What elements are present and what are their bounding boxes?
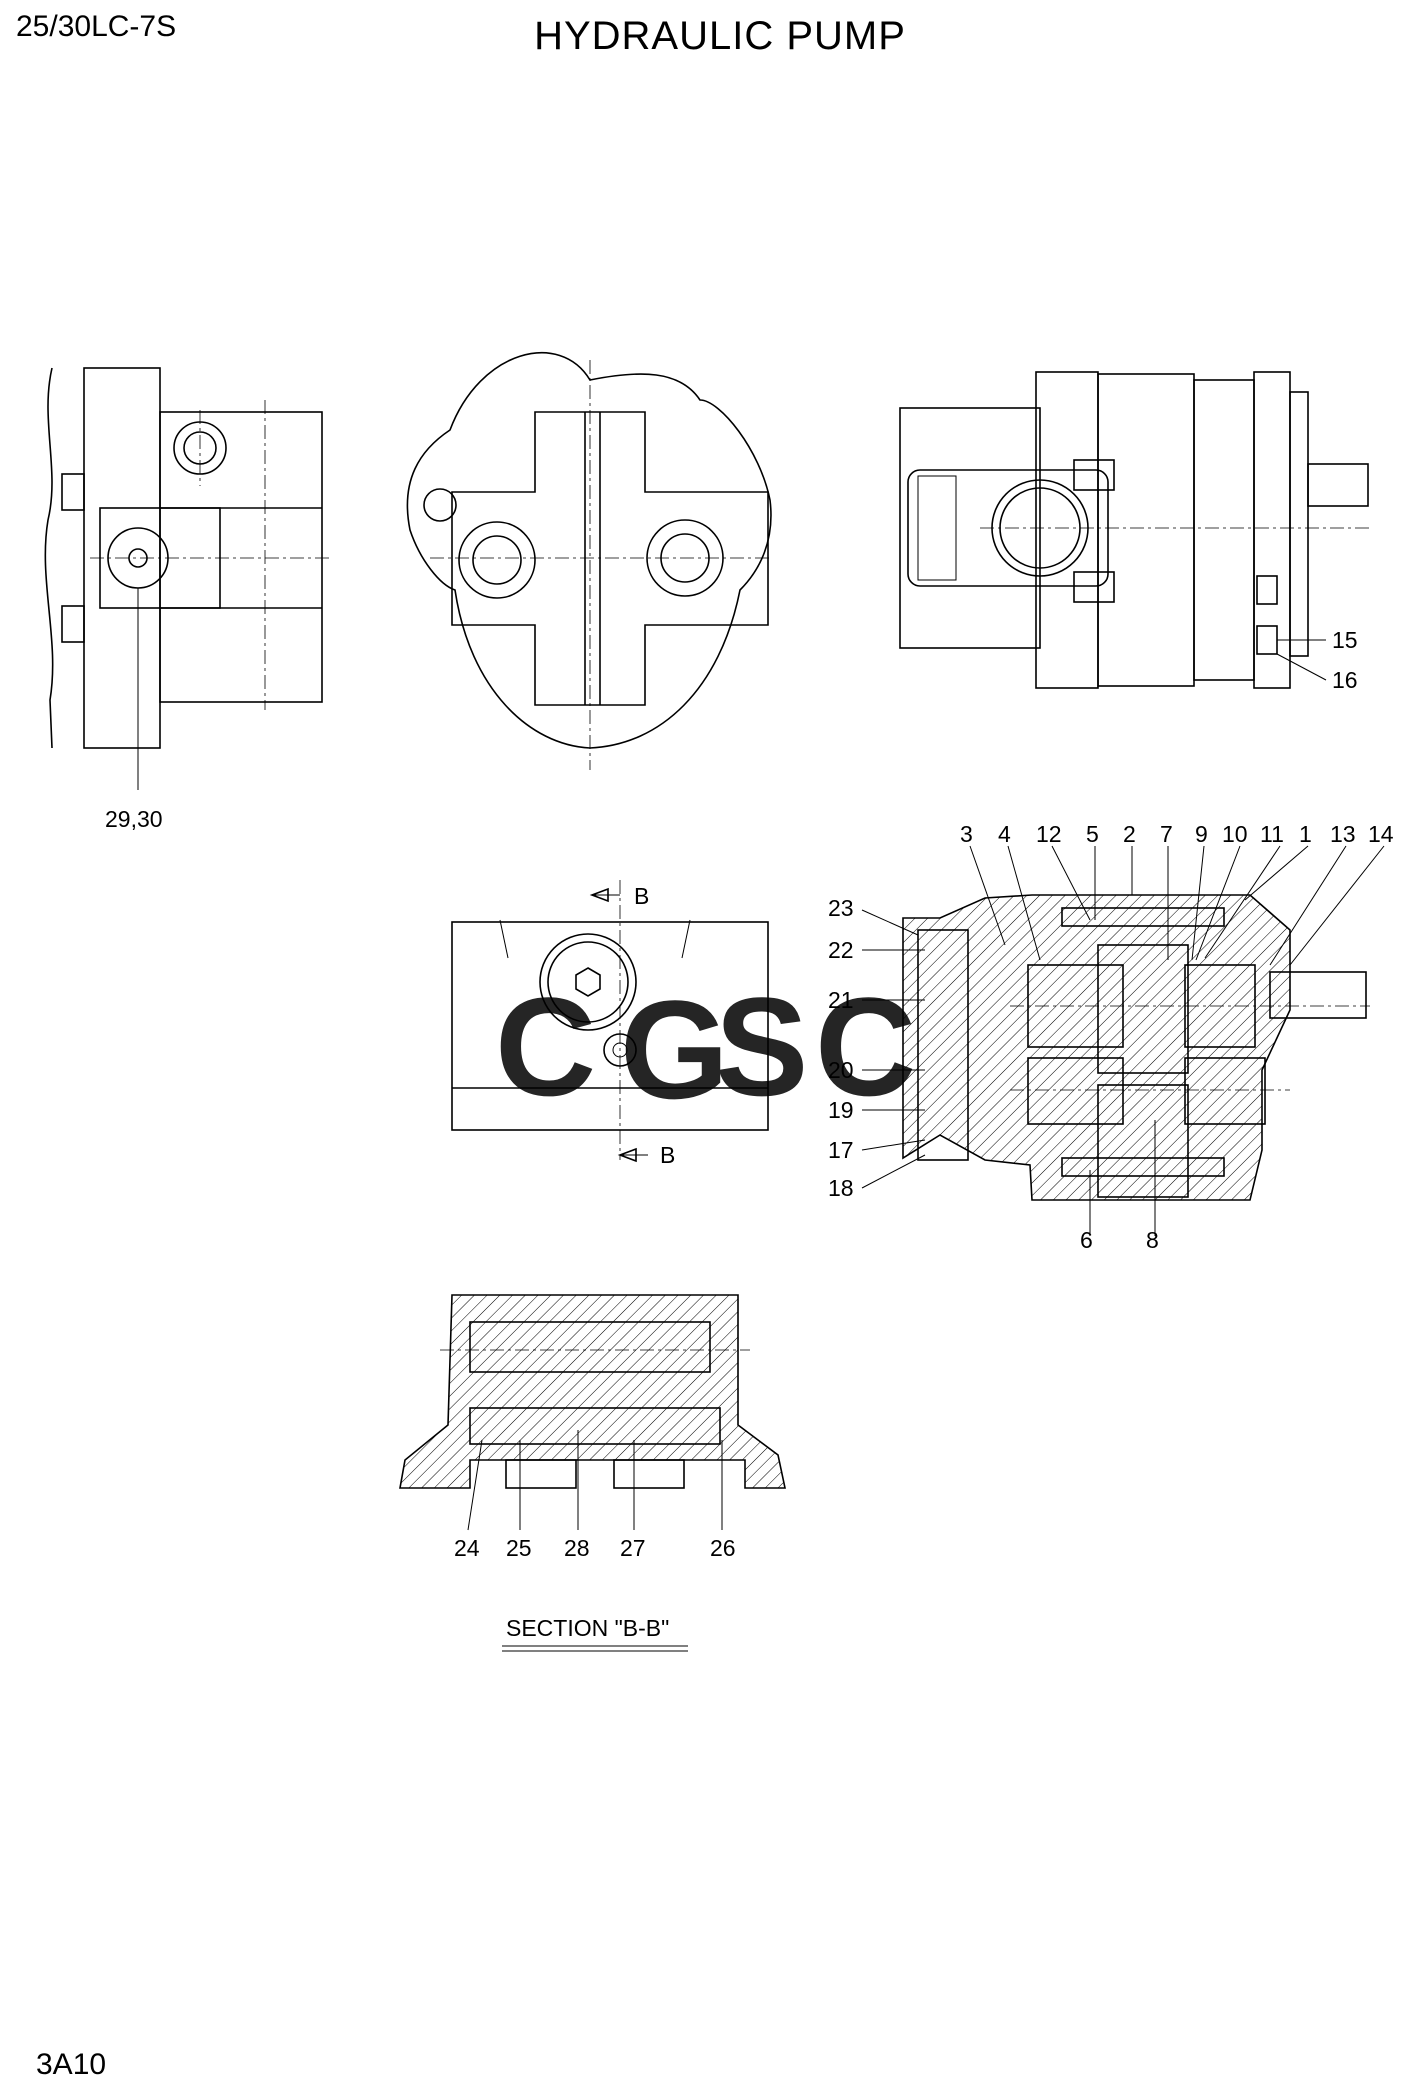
callout-15: 15 <box>1332 627 1358 653</box>
callout-12: 12 <box>1036 821 1062 847</box>
watermark-logo: C G S C <box>495 968 916 1128</box>
section-bb-view <box>399 1294 786 1489</box>
callout-13: 13 <box>1330 821 1356 847</box>
callout-22: 22 <box>828 937 854 963</box>
section-marker-b-top: B <box>634 883 649 909</box>
top-view <box>451 880 769 1163</box>
front-view <box>406 351 772 770</box>
callout-24: 24 <box>454 1535 480 1561</box>
main-section-view <box>902 894 1370 1201</box>
watermark-letter-g: G <box>620 971 729 1128</box>
watermark-letter-s: S <box>715 968 808 1125</box>
callout-21: 21 <box>828 987 854 1013</box>
callout-19: 19 <box>828 1097 854 1123</box>
page-title: HYDRAULIC PUMP <box>534 14 906 58</box>
section-marker-b-bottom: B <box>660 1142 675 1168</box>
callout-14: 14 <box>1368 821 1394 847</box>
callout-26: 26 <box>710 1535 736 1561</box>
callout-27: 27 <box>620 1535 646 1561</box>
callout-7: 7 <box>1160 821 1173 847</box>
callout-20: 20 <box>828 1057 854 1083</box>
callout-9: 9 <box>1195 821 1208 847</box>
page-code: 3A10 <box>36 2048 107 2081</box>
callout-3: 3 <box>960 821 973 847</box>
callout-23: 23 <box>828 895 854 921</box>
callout-4: 4 <box>998 821 1011 847</box>
rear-view <box>899 371 1370 689</box>
callout-16: 16 <box>1332 667 1358 693</box>
callout-17: 17 <box>828 1137 854 1163</box>
section-bb-label: SECTION "B-B" <box>506 1615 669 1641</box>
callout-18: 18 <box>828 1175 854 1201</box>
watermark-letter-c1: C <box>495 968 596 1125</box>
callout-28: 28 <box>564 1535 590 1561</box>
callout-8: 8 <box>1146 1227 1159 1253</box>
callout-6: 6 <box>1080 1227 1093 1253</box>
section-bb-callouts: 24 25 28 27 26 <box>454 1535 736 1561</box>
callout-5: 5 <box>1086 821 1099 847</box>
main-section-callouts: 3 4 12 5 2 7 9 10 11 1 13 14 23 22 21 20… <box>828 821 1394 1253</box>
callout-2: 2 <box>1123 821 1136 847</box>
model-number: 25/30LC-7S <box>16 10 177 43</box>
section-bb-leaders <box>467 1430 723 1531</box>
callout-25: 25 <box>506 1535 532 1561</box>
callout-1: 1 <box>1299 821 1312 847</box>
side-view <box>44 367 330 790</box>
callout-10: 10 <box>1222 821 1248 847</box>
main-section-leaders <box>861 845 1385 1236</box>
watermark-letter-c2: C <box>815 968 916 1125</box>
callout-11: 11 <box>1260 821 1284 847</box>
callout-29-30: 29,30 <box>105 806 163 832</box>
